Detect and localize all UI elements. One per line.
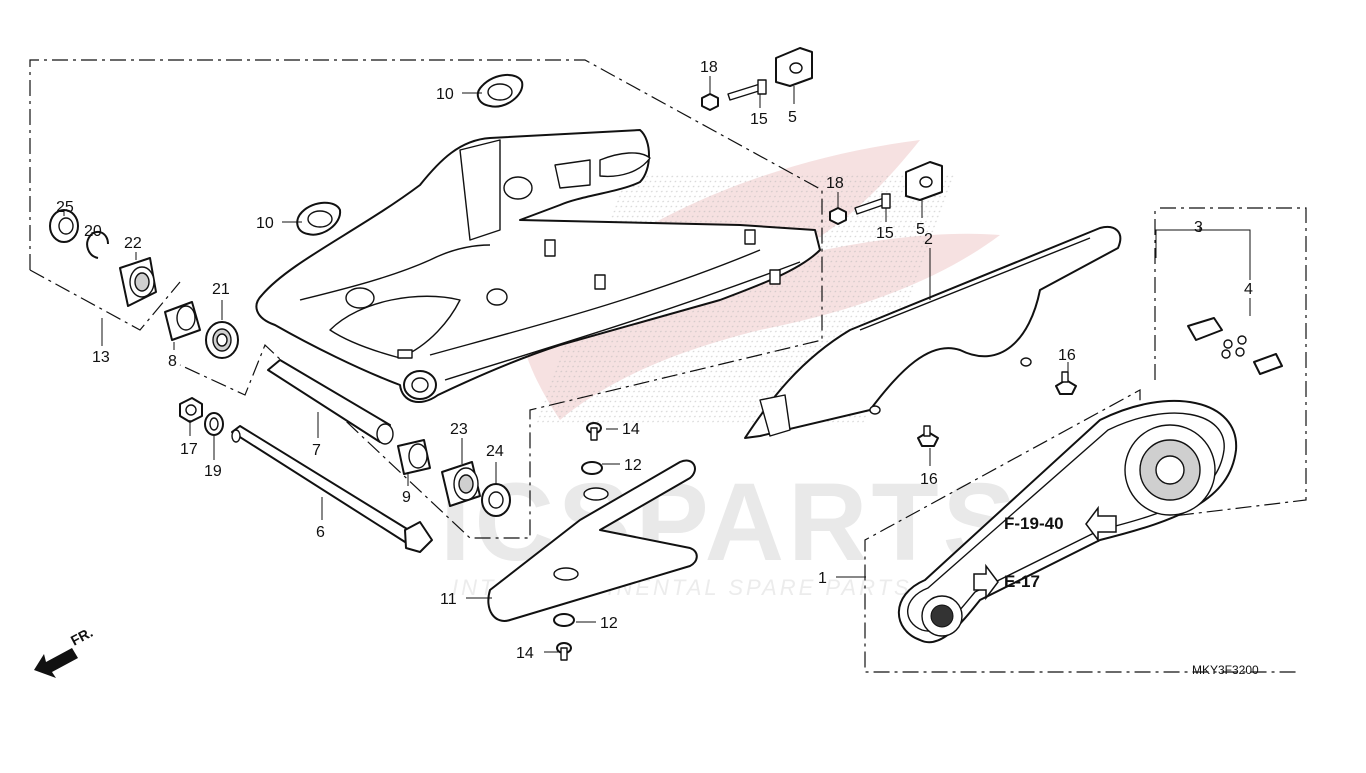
part-12-collar-upper: [581, 461, 603, 475]
callout-23[interactable]: 23: [450, 421, 468, 438]
swingarm: [255, 129, 821, 404]
callout-6[interactable]: 6: [316, 524, 325, 541]
reference-arrow-left-icon: [1085, 505, 1117, 543]
callout-22[interactable]: 22: [124, 235, 142, 252]
callout-7[interactable]: 7: [312, 442, 321, 459]
callout-24[interactable]: 24: [486, 443, 504, 460]
callout-4[interactable]: 4: [1244, 281, 1253, 298]
part-12-collar-lower: [553, 613, 575, 627]
callout-10-lower[interactable]: 10: [256, 215, 274, 232]
front-arrow-icon: [34, 648, 78, 678]
callout-15-lower[interactable]: 15: [876, 225, 894, 242]
part-16-bolt-upper: [1055, 371, 1077, 395]
callout-11[interactable]: 11: [440, 591, 457, 608]
callout-16-upper[interactable]: 16: [1058, 347, 1076, 364]
callout-18-lower[interactable]: 18: [826, 175, 844, 192]
swingarm-group-outline: [29, 59, 823, 539]
callout-12-lower[interactable]: 12: [600, 615, 618, 632]
reference-f-19-40[interactable]: F-19-40: [1004, 505, 1117, 543]
part-18-nut-lower: [829, 207, 847, 225]
callout-25[interactable]: 25: [56, 199, 74, 216]
callout-16-lower[interactable]: 16: [920, 471, 938, 488]
part-9-collar: [397, 439, 431, 475]
part-14-screw-upper: [586, 422, 602, 441]
part-5-adjuster-lower: [905, 161, 943, 201]
reference-arrow-right-icon: [973, 563, 999, 601]
callout-20[interactable]: 20: [84, 223, 102, 240]
part-21-ball-bearing: [205, 321, 239, 359]
callout-1[interactable]: 1: [818, 570, 827, 587]
part-20-circlip: [86, 230, 109, 259]
callout-5-upper[interactable]: 5: [788, 109, 797, 126]
front-direction-indicator: FR.: [34, 624, 95, 678]
callout-15-upper[interactable]: 15: [750, 111, 768, 128]
part-14-screw-lower: [556, 642, 572, 661]
part-10-grommet-upper: [476, 74, 524, 108]
reference-e-17[interactable]: E-17: [973, 563, 1040, 601]
part-6-pivot-bolt: [231, 425, 433, 553]
part-11-chain-slider: [487, 459, 698, 622]
part-4-master-link-set: [1187, 317, 1283, 375]
reference-label-chain[interactable]: F-19-40: [1004, 514, 1064, 533]
part-17-nut: [179, 397, 203, 423]
callout-8[interactable]: 8: [168, 353, 177, 370]
callout-14-lower[interactable]: 14: [516, 645, 534, 662]
part-22-needle-bearing: [119, 257, 157, 307]
callout-10-upper[interactable]: 10: [436, 86, 454, 103]
part-7-pivot-collar-tube: [267, 359, 394, 445]
part-8-collar: [164, 301, 201, 341]
callout-17[interactable]: 17: [180, 441, 198, 458]
part-5-adjuster-upper: [775, 47, 813, 87]
part-25-dust-seal: [49, 209, 79, 243]
part-15-bolt-upper: [727, 79, 767, 101]
part-24-dust-seal: [481, 483, 511, 517]
callout-12-upper[interactable]: 12: [624, 457, 642, 474]
callout-2[interactable]: 2: [924, 231, 933, 248]
callout-5-lower[interactable]: 5: [916, 221, 925, 238]
pivot-bearing-group-outline: [29, 269, 181, 331]
callout-14-upper[interactable]: 14: [622, 421, 640, 438]
part-23-needle-bearing: [441, 461, 481, 507]
callout-13[interactable]: 13: [92, 349, 110, 366]
leader-lines: [63, 76, 1251, 653]
reference-label-sprocket[interactable]: E-17: [1004, 572, 1040, 591]
part-19-washer: [204, 412, 224, 436]
part-2-chain-case: [744, 226, 1122, 439]
front-label: FR.: [68, 624, 95, 649]
diagram-code: MKY3F3200: [1192, 663, 1259, 677]
part-10-grommet-lower: [296, 201, 342, 236]
callout-9[interactable]: 9: [402, 489, 411, 506]
callout-3[interactable]: 3: [1194, 219, 1203, 236]
callout-19[interactable]: 19: [204, 463, 222, 480]
callouts: 25 20 22 21 8 13 10 10 18 15 5 18 15 5 2…: [56, 59, 1253, 662]
part-16-bolt-lower: [917, 425, 939, 447]
callout-18-upper[interactable]: 18: [700, 59, 718, 76]
callout-21[interactable]: 21: [212, 281, 230, 298]
part-18-nut-upper: [701, 93, 719, 111]
